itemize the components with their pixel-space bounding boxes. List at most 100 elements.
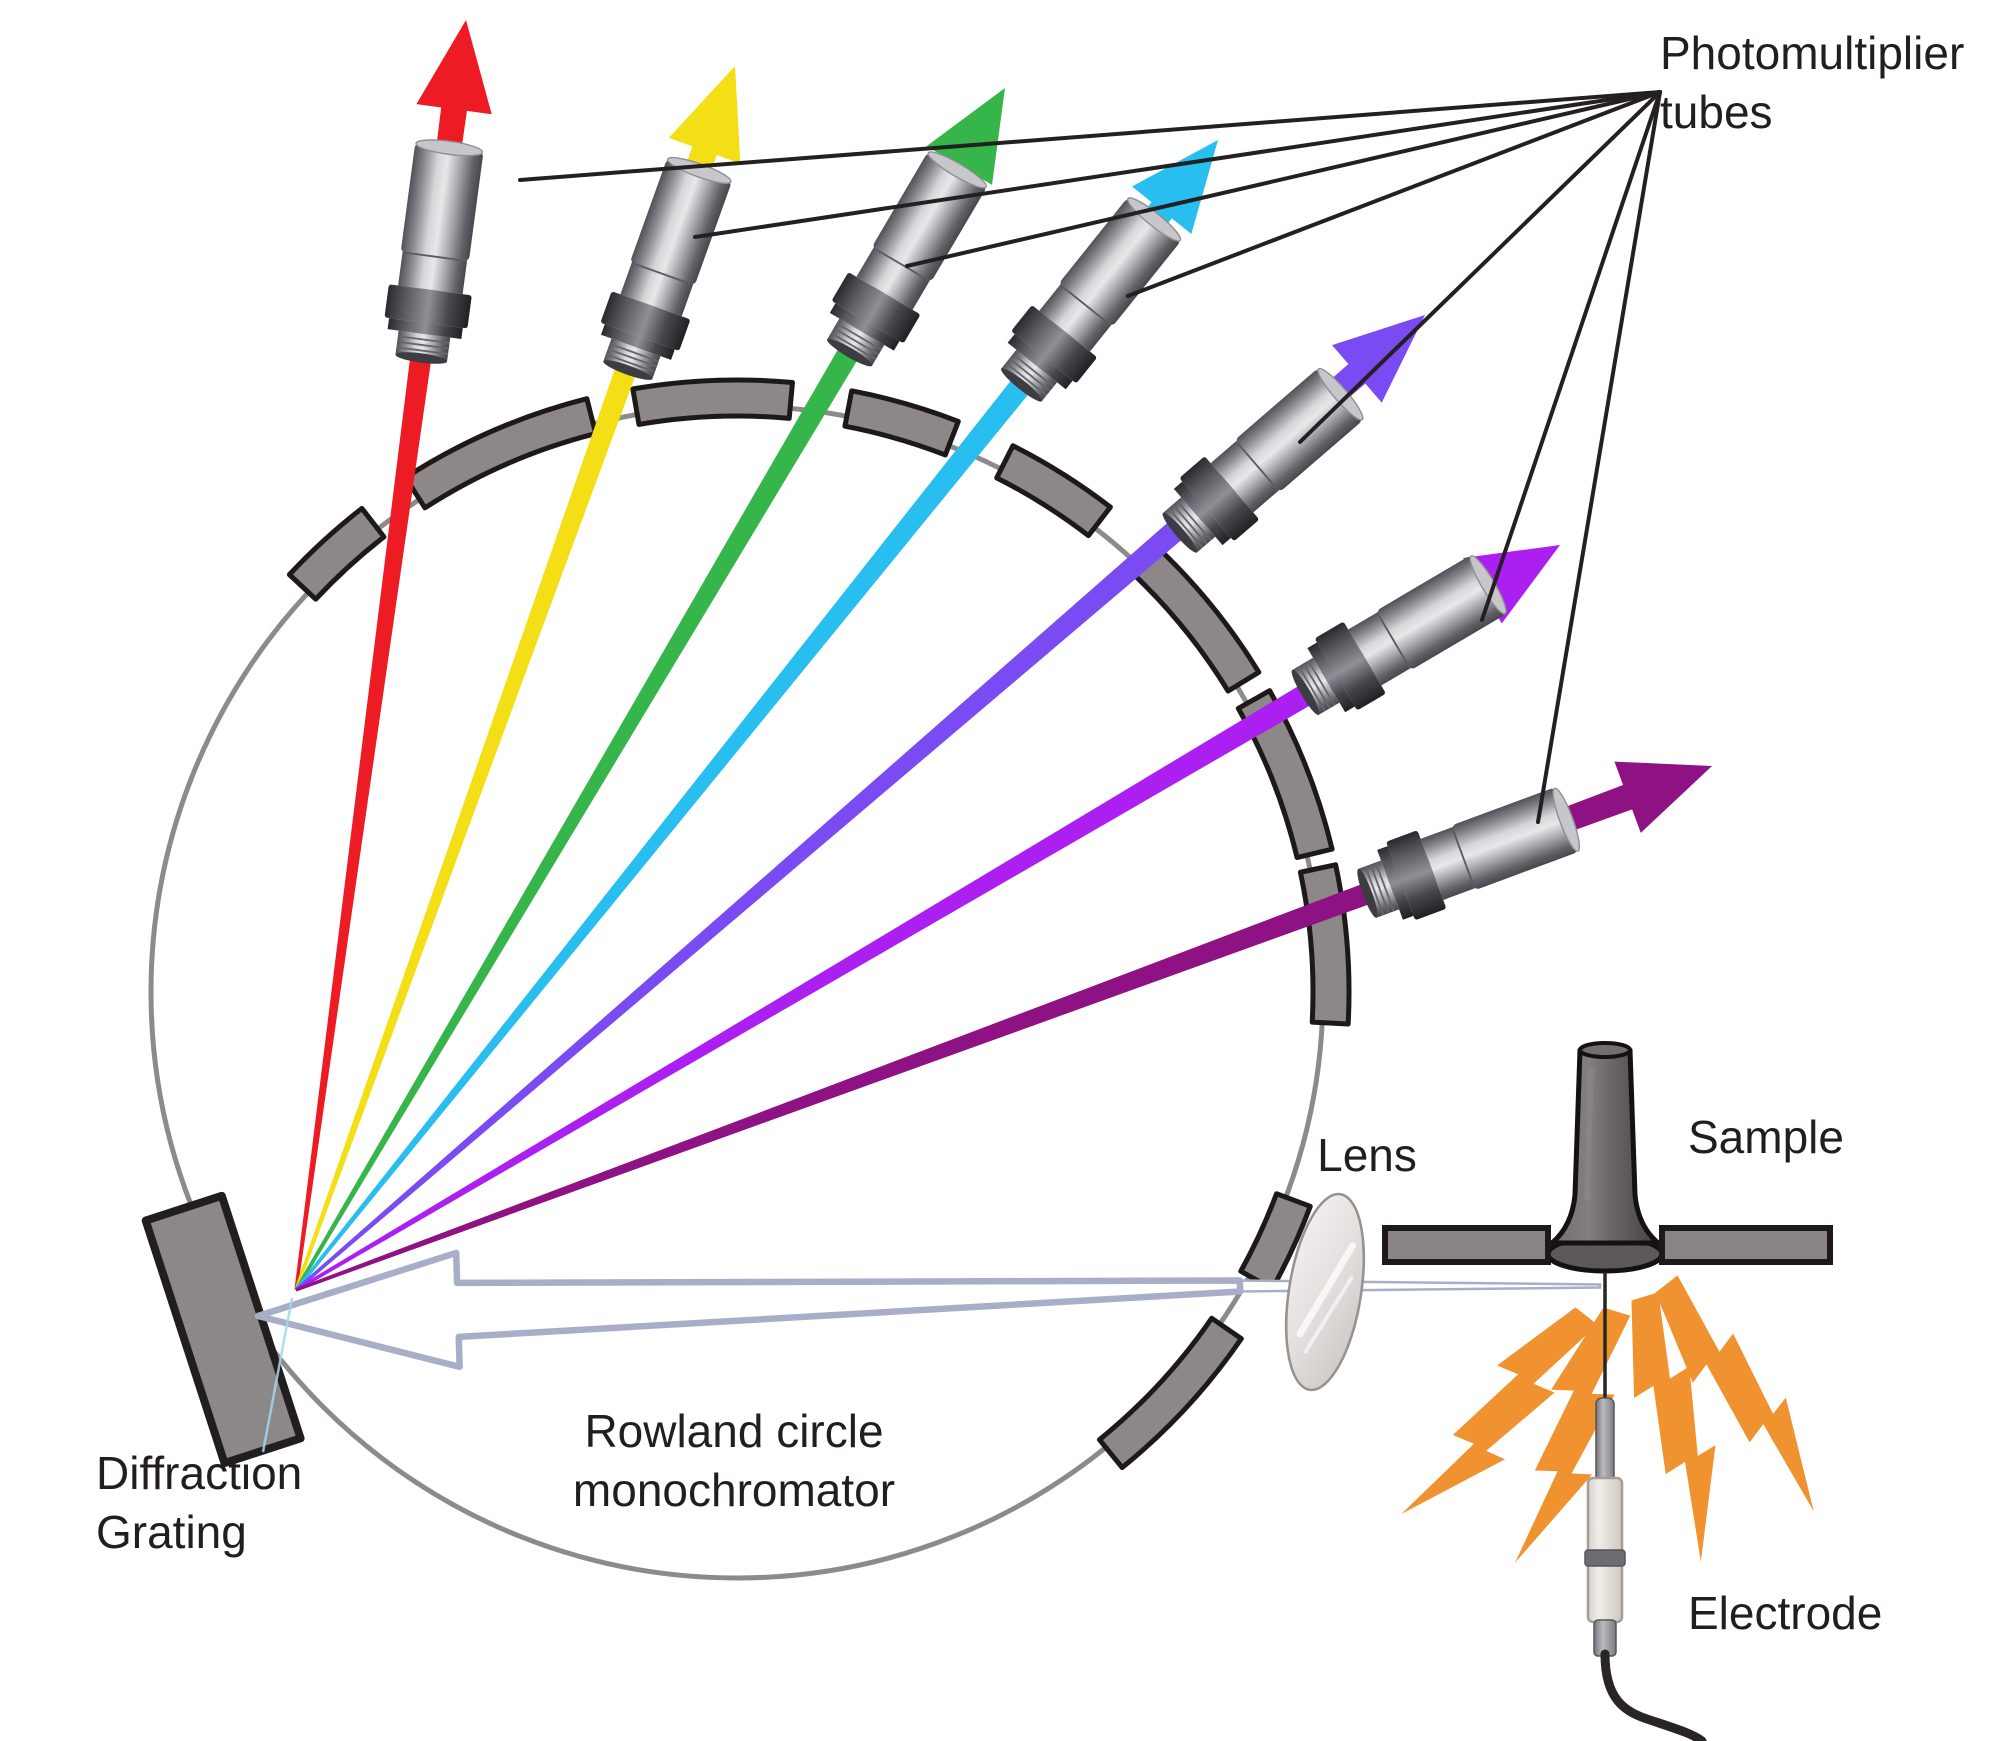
photomultiplier-label-line1: Photomultiplier [1660, 27, 1965, 79]
tube-mid-section [398, 252, 468, 295]
spark-bolt-2 [1631, 1292, 1716, 1562]
tube-snout-ring-1 [607, 348, 658, 368]
tube-top-cap [1317, 367, 1364, 421]
tube-seam [1451, 826, 1476, 889]
tube-snout-ring-0 [1012, 353, 1055, 388]
tube-body [401, 143, 483, 261]
lens-highlight [1296, 1242, 1357, 1338]
pointer-line-1 [693, 90, 1662, 239]
tube-snout-ring-2 [396, 346, 449, 355]
tube-collar [1315, 622, 1385, 710]
exit-slit-segment-1 [402, 396, 599, 511]
beam-magenta [295, 545, 1560, 1292]
tube-snout-ring-1 [1302, 662, 1331, 709]
tube-collar [832, 273, 920, 343]
tube-top-cap [415, 139, 484, 157]
tube-snout-ring-0 [1176, 500, 1212, 541]
tube-snout-ring-2 [830, 332, 877, 361]
tube-snout-end [1001, 368, 1043, 402]
tube-mid-section [1210, 441, 1279, 513]
photomultiplier-tube-red [384, 139, 484, 364]
photomultiplier-tube-magenta [1291, 555, 1507, 715]
tube-snout-end [1162, 512, 1198, 553]
photomultiplier-label-line2: tubes [1660, 85, 1773, 138]
tube-body [1377, 556, 1504, 669]
tube-snout-ring-2 [1364, 865, 1385, 916]
tube-snout-end [603, 360, 653, 380]
tube-snout-ring-2 [1005, 362, 1048, 397]
pointer-line-5 [1480, 90, 1662, 622]
tube-snout-ring-0 [836, 322, 882, 351]
exit-slit-segment-9 [1096, 1315, 1244, 1471]
photomultiplier-tube-purple [1357, 787, 1581, 920]
pointer-line-2 [905, 90, 1662, 268]
tube-snout-ring-1 [397, 340, 449, 350]
beam-cyan [294, 140, 1218, 1292]
tube-mid-section [856, 247, 930, 310]
beam-green [294, 88, 1005, 1291]
tube-seam [1376, 611, 1411, 670]
tube-snout-ring-2 [1297, 665, 1326, 712]
spark-bolt-0 [1401, 1307, 1598, 1514]
diffraction-grating-label: Diffraction Grating [96, 1444, 302, 1562]
tube-snout-ring-0 [609, 342, 659, 363]
tube-collar [384, 284, 472, 329]
pointer-line-0 [518, 90, 1662, 182]
sample-stage-right [1659, 1225, 1833, 1265]
beam-red [294, 20, 492, 1291]
exit-slit-segment-3 [842, 388, 961, 458]
exit-slit-segment-2 [630, 377, 795, 427]
beam-purple [295, 761, 1712, 1292]
tube-snout-ring-2 [1167, 507, 1204, 549]
photomultiplier-tube-yellow [601, 156, 732, 380]
stray-beam-line [261, 1297, 294, 1453]
tube-body [1452, 788, 1577, 889]
photomultiplier-tube-cyan [1001, 197, 1182, 402]
diffraction-grating-label-line2: Grating [96, 1505, 247, 1558]
incoming-light-arrow [254, 1249, 1244, 1371]
sample-stage-left [1382, 1225, 1551, 1265]
tube-seam [1235, 440, 1280, 492]
tube-mid-section [1348, 612, 1411, 686]
exit-slit-segment-8 [1238, 1191, 1313, 1292]
pointer-line-4 [1298, 90, 1662, 444]
sample-holder-highlight [1584, 1067, 1594, 1201]
diffraction-grating-label-line1: Diffraction [96, 1447, 303, 1499]
rowland-circle-label-line1: Rowland circle [584, 1405, 884, 1457]
tube-snout [827, 318, 885, 366]
exit-slit-segment-5 [1127, 541, 1262, 694]
rowland-circle-label: Rowland circle monochromator [518, 1402, 950, 1520]
electrode-rod [1595, 1397, 1615, 1483]
photomultiplier-tubes-label: Photomultiplier tubes [1660, 24, 1964, 142]
tube-collar-ring [601, 324, 675, 360]
tube-snout-ring-1 [1008, 357, 1051, 392]
tube-snout-end [1291, 669, 1320, 715]
spark-bolt-3 [1655, 1275, 1814, 1512]
exit-slit-segment-4 [994, 443, 1113, 539]
tube-collar [1180, 457, 1259, 541]
sample-label: Sample [1688, 1111, 1844, 1163]
tube-collar [601, 291, 690, 351]
tube-snout-ring-1 [833, 327, 880, 356]
tube-body [873, 154, 986, 281]
spark-bolt-1 [1514, 1307, 1631, 1563]
tube-seam [1059, 283, 1112, 327]
tube-body [631, 160, 731, 285]
tube-seam [631, 261, 694, 286]
tube-seam [402, 251, 468, 262]
tube-mid-section [620, 262, 694, 317]
tube-collar-ring [1173, 481, 1231, 546]
tube-seam [872, 247, 931, 282]
lens-label: Lens [1317, 1129, 1417, 1181]
tube-collar-ring [829, 303, 900, 351]
tube-mid-section [1420, 827, 1475, 900]
tube-snout-end [827, 338, 873, 367]
tube-top-cap [927, 151, 987, 189]
lens-highlight-2 [1303, 1275, 1354, 1354]
beam-violet [294, 315, 1425, 1292]
tube-mid-section [1039, 284, 1111, 352]
electrode-cable [1600, 1649, 1707, 1741]
diffraction-grating [141, 1191, 305, 1468]
tube-snout-ring-0 [397, 335, 450, 344]
